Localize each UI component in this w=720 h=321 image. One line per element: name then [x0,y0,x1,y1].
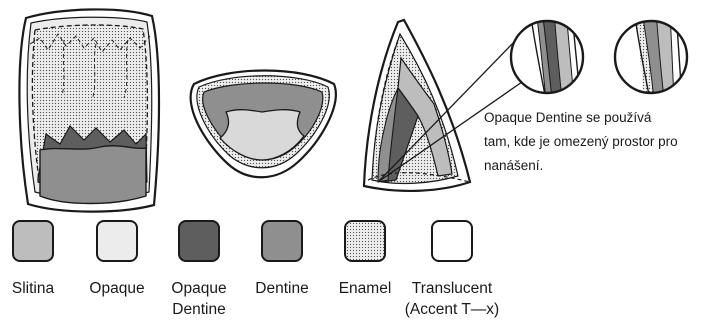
swatch-translucent [431,220,473,262]
zoom-detail-right [615,10,687,100]
front-tooth-illustration [19,9,159,211]
swatch-opaque [96,220,138,262]
note-line-3: nanášení. [484,154,716,178]
swatch-slitina [12,220,54,262]
note-line-2: tam, kde je omezený prostor pro [484,130,716,154]
side-tooth-illustration [364,20,470,191]
swatch-opaque-dentine [178,220,220,262]
zoom-detail-left [511,10,583,100]
occlusal-tooth-illustration [191,71,336,178]
legend-label-translucent: Translucent (Accent T—x) [397,278,507,320]
opaque-dentine-note: Opaque Dentine se používá tam, kde je om… [484,106,716,178]
note-line-1: Opaque Dentine se používá [484,106,716,130]
swatch-enamel [344,220,386,262]
swatch-dentine [261,220,303,262]
